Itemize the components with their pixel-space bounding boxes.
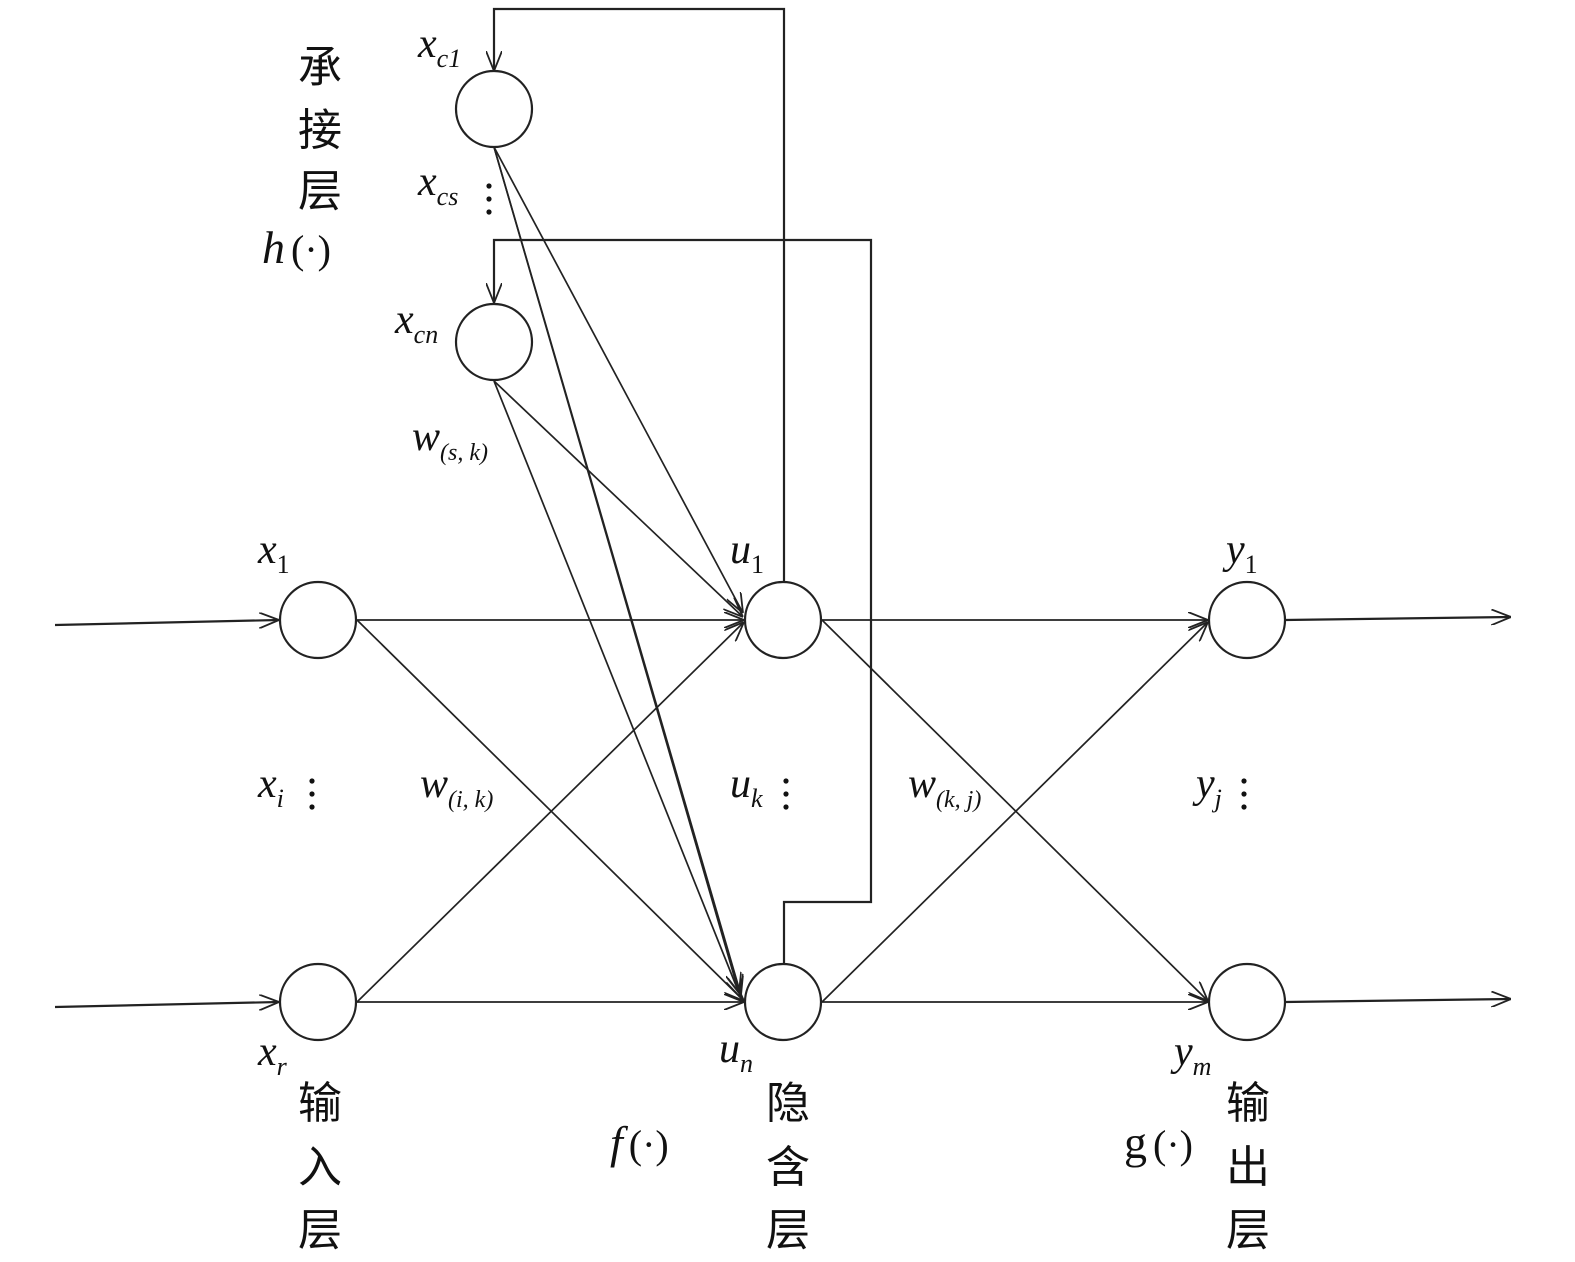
svg-text:承: 承 — [298, 42, 342, 93]
ellipsis-input — [309, 778, 315, 810]
svg-text:含: 含 — [766, 1142, 810, 1193]
svg-text:入: 入 — [298, 1142, 342, 1193]
layer-caption-context: 承 接 层 — [298, 42, 342, 217]
svg-text:输: 输 — [1226, 1078, 1270, 1129]
edge-un-y1 — [821, 622, 1208, 1003]
input-arrow-xr — [54, 1002, 279, 1007]
node-xr — [278, 962, 358, 1042]
node-un — [743, 962, 823, 1042]
node-ym — [1207, 962, 1287, 1042]
node-u1 — [743, 580, 823, 660]
label-xi: xi — [257, 761, 284, 813]
ellipsis-hidden — [783, 778, 789, 810]
label-u1: u1 — [730, 527, 764, 579]
output-arrow-y1 — [1284, 617, 1511, 620]
label-xr: xr — [257, 1029, 288, 1081]
svg-text:层: 层 — [298, 1205, 342, 1256]
input-arrow-x1 — [54, 620, 279, 625]
function-h: h(·) — [262, 222, 331, 273]
label-xcs: xcs — [417, 159, 458, 211]
label-w-sk: w(s, k) — [412, 414, 488, 466]
label-xcn: xcn — [394, 297, 438, 349]
node-xcn — [454, 302, 534, 382]
svg-text:接: 接 — [298, 105, 342, 156]
label-uk: uk — [730, 761, 763, 813]
label-w-kj: w(k, j) — [908, 761, 981, 813]
label-y1: y1 — [1222, 527, 1258, 579]
function-f: f(·) — [610, 1117, 669, 1168]
feedback-loop-un-to-xcn — [494, 238, 873, 965]
layer-caption-hidden: 隐 含 层 — [766, 1078, 810, 1256]
svg-text:层: 层 — [298, 166, 342, 217]
edge-xcn-u1 — [493, 380, 743, 617]
edge-xr-u1 — [356, 622, 744, 1003]
label-yj: yj — [1192, 761, 1222, 813]
layer-caption-output: 输 出 层 — [1226, 1078, 1270, 1256]
label-w-ik: w(i, k) — [420, 761, 493, 813]
svg-text:隐: 隐 — [766, 1078, 810, 1129]
svg-text:层: 层 — [766, 1205, 810, 1256]
edge-xcn-un — [493, 380, 741, 998]
label-x1: x1 — [257, 527, 290, 579]
node-xc1 — [454, 69, 534, 149]
ellipsis-context — [486, 183, 492, 215]
feedback-loop-u1-to-xc1 — [494, 7, 786, 583]
edge-u1-ym — [821, 619, 1208, 1001]
label-un: un — [719, 1026, 753, 1078]
node-x1 — [278, 580, 358, 660]
output-arrow-ym — [1284, 999, 1511, 1002]
svg-text:层: 层 — [1226, 1205, 1270, 1256]
edge-x1-un — [356, 619, 744, 1001]
node-y1 — [1207, 580, 1287, 660]
svg-text:出: 出 — [1226, 1142, 1270, 1193]
function-g: g(·) — [1124, 1117, 1193, 1168]
edge-xc1-u1 — [493, 146, 743, 613]
layer-caption-input: 输 入 层 — [298, 1078, 342, 1256]
label-ym: ym — [1170, 1029, 1211, 1081]
svg-text:输: 输 — [298, 1078, 342, 1129]
edge-xc1-un-2 — [493, 146, 739, 993]
label-xc1: xc1 — [417, 21, 461, 73]
ellipsis-output — [1241, 778, 1247, 810]
